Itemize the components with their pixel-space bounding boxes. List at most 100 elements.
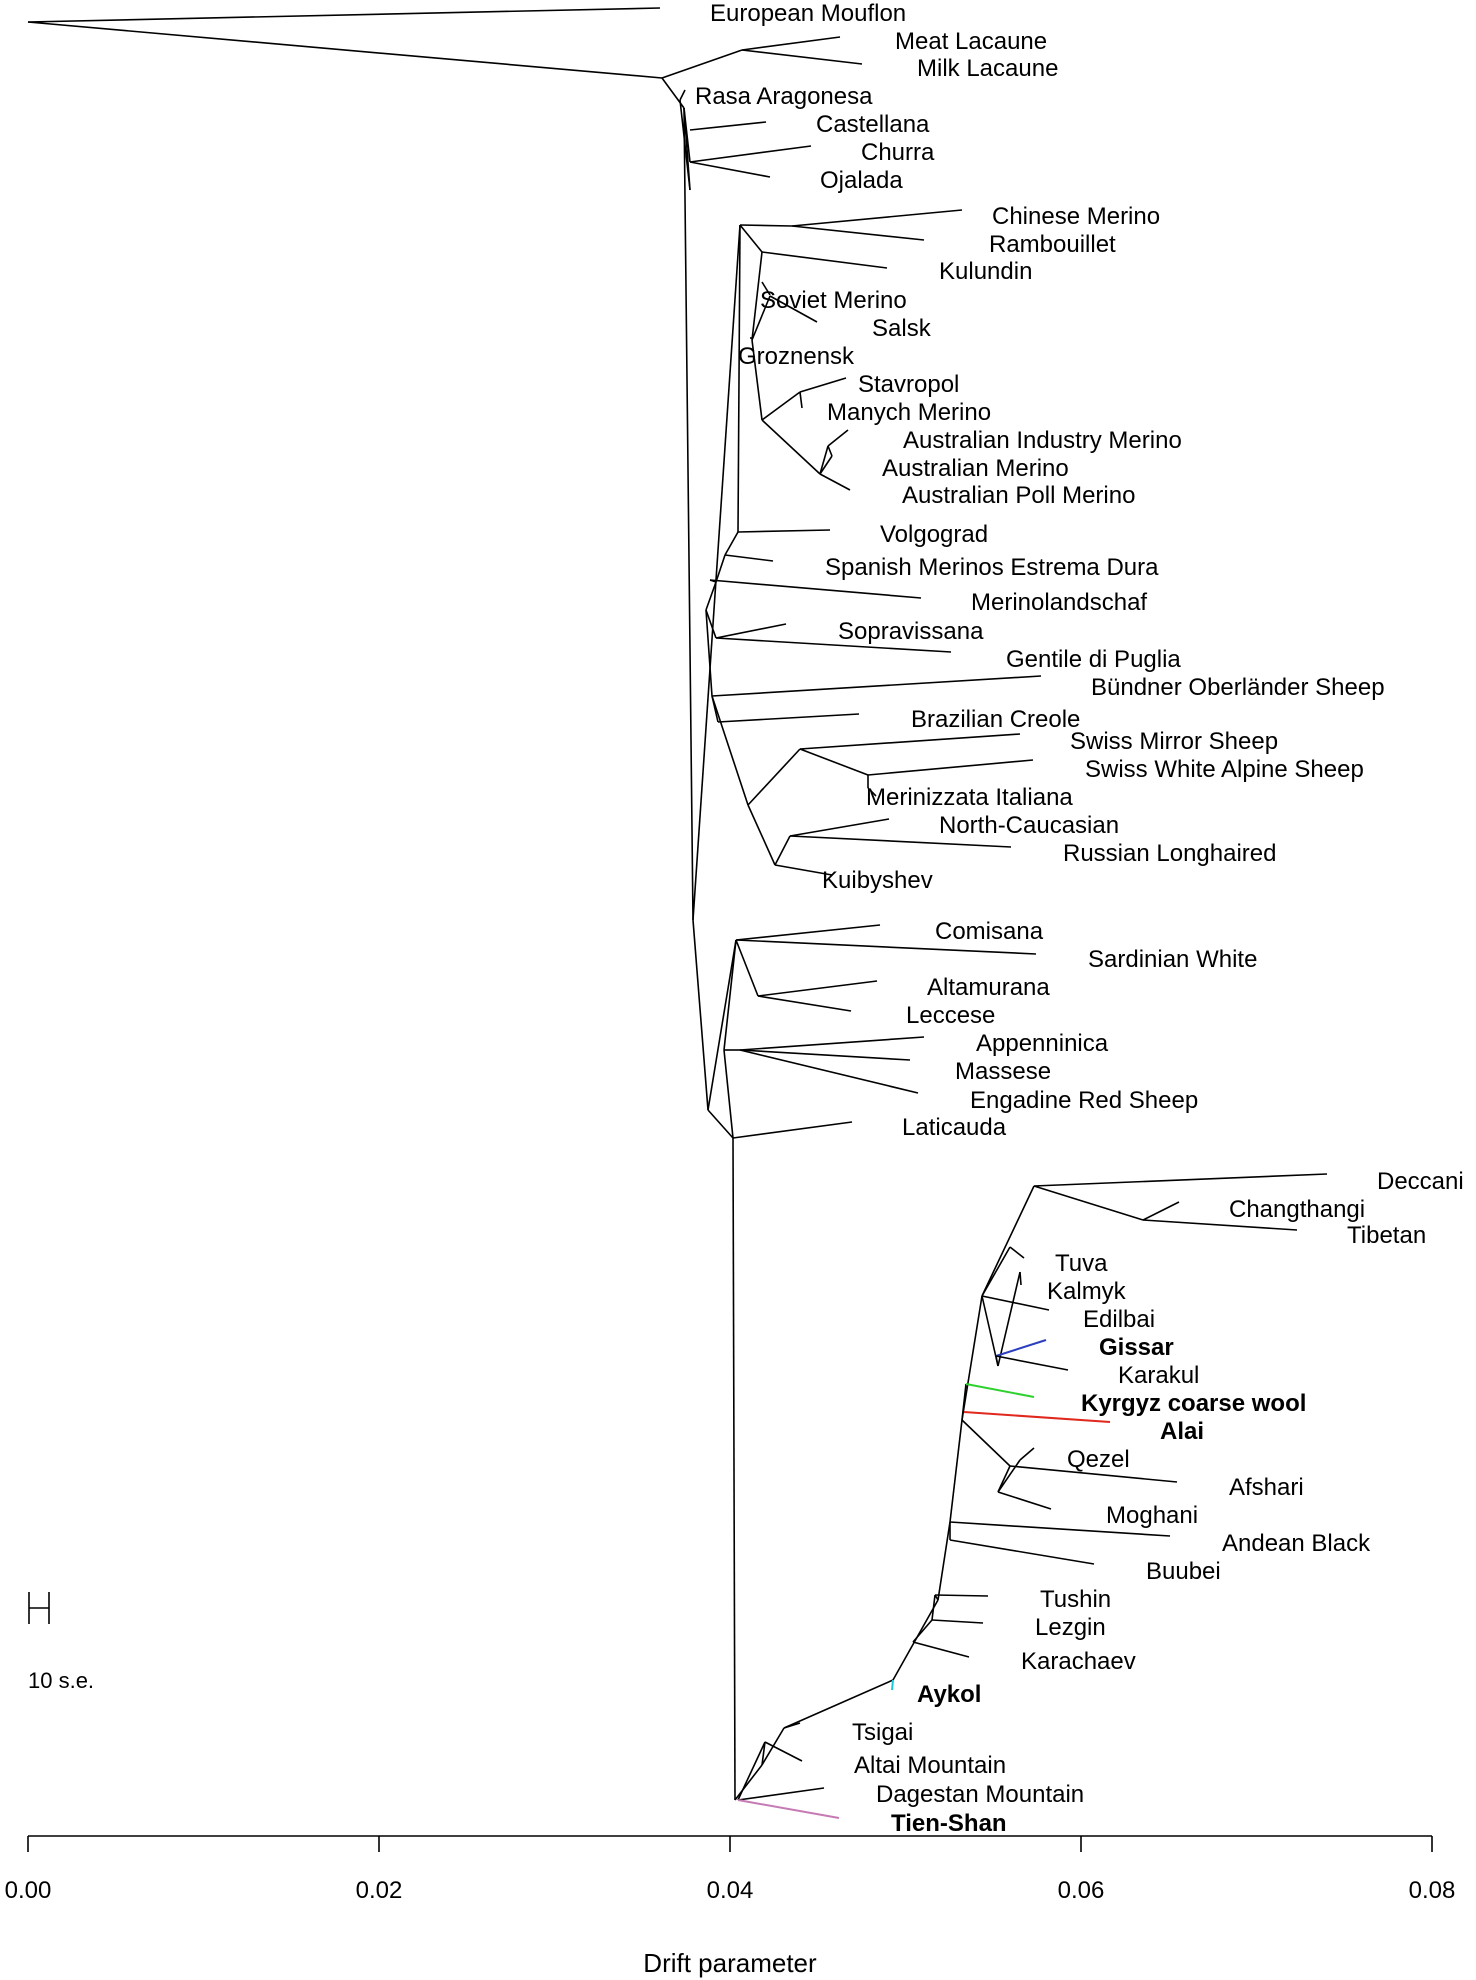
leaf-branch bbox=[757, 980, 878, 997]
leaf-label: Tushin bbox=[1040, 1586, 1111, 1613]
internal-branch bbox=[705, 581, 717, 611]
leaf-label: Meat Lacaune bbox=[895, 28, 1047, 55]
internal-branch bbox=[723, 1049, 734, 1139]
leaf-branch bbox=[1142, 1219, 1298, 1231]
internal-branch bbox=[27, 21, 663, 79]
leaf-label: Volgograd bbox=[880, 521, 988, 548]
leaf-branch bbox=[827, 429, 849, 447]
leaf-branch bbox=[761, 251, 888, 269]
leaf-branch bbox=[689, 161, 771, 178]
internal-branch bbox=[961, 1295, 983, 1421]
leaf-label: Swiss Mirror Sheep bbox=[1070, 728, 1278, 755]
leaf-label: European Mouflon bbox=[710, 0, 906, 27]
leaf-branch bbox=[791, 225, 925, 241]
leaf-label: Alai bbox=[1160, 1418, 1204, 1445]
internal-branch bbox=[705, 609, 713, 697]
leaf-label: Stavropol bbox=[858, 371, 959, 398]
leaf-label: Tibetan bbox=[1347, 1222, 1426, 1249]
leaf-label: Sopravissana bbox=[838, 618, 984, 645]
internal-branch bbox=[799, 748, 869, 776]
leaf-branch bbox=[735, 939, 1037, 955]
leaf-label: Dagestan Mountain bbox=[876, 1781, 1084, 1808]
leaf-branch bbox=[739, 1049, 919, 1094]
internal-branch bbox=[997, 1271, 1021, 1367]
internal-branch bbox=[912, 1619, 933, 1643]
leaf-label: Sardinian White bbox=[1088, 946, 1257, 973]
internal-branch bbox=[949, 1419, 963, 1523]
leaf-label: Altai Mountain bbox=[854, 1752, 1006, 1779]
leaf-label: Groznensk bbox=[738, 343, 855, 370]
leaf-label: Qezel bbox=[1067, 1446, 1130, 1473]
leaf-branch bbox=[715, 637, 952, 653]
x-tick-label: 0.00 bbox=[5, 1877, 52, 1904]
internal-branch bbox=[783, 1679, 894, 1729]
leaf-branch bbox=[867, 787, 877, 797]
internal-branch bbox=[739, 224, 763, 253]
leaf-branch bbox=[965, 1383, 1035, 1398]
leaf-label: Gissar bbox=[1099, 1334, 1174, 1361]
leaf-label: Swiss White Alpine Sheep bbox=[1085, 756, 1364, 783]
internal-branch bbox=[739, 224, 793, 227]
leaf-label: Manych Merino bbox=[827, 399, 991, 426]
leaf-branch bbox=[791, 209, 963, 227]
leaf-branch bbox=[774, 864, 833, 876]
internal-branch bbox=[751, 295, 771, 341]
internal-branch bbox=[707, 1109, 734, 1139]
leaf-branch bbox=[737, 529, 831, 533]
leaf-label: Bündner Oberländer Sheep bbox=[1091, 674, 1385, 701]
leaf-label: Australian Poll Merino bbox=[902, 482, 1135, 509]
internal-branch bbox=[761, 1741, 766, 1766]
internal-branch bbox=[997, 1465, 1011, 1493]
leaf-branch bbox=[799, 391, 803, 409]
leaf-branch bbox=[709, 579, 922, 599]
leaf-label: Buubei bbox=[1146, 1558, 1221, 1585]
leaf-branch bbox=[963, 1411, 1111, 1423]
leaf-branch bbox=[997, 1491, 1052, 1510]
internal-branch bbox=[692, 224, 741, 921]
leaf-label: Leccese bbox=[906, 1002, 995, 1029]
leaf-branch bbox=[949, 1521, 1171, 1537]
leaf-branch bbox=[679, 89, 686, 101]
leaf-branch bbox=[1142, 1201, 1180, 1221]
leaf-label: Kulundin bbox=[939, 258, 1032, 285]
leaf-branch bbox=[689, 121, 767, 131]
internal-branch bbox=[774, 835, 791, 866]
leaf-label: Ojalada bbox=[820, 167, 903, 194]
leaf-branch bbox=[789, 818, 890, 837]
leaf-label: Australian Merino bbox=[882, 455, 1069, 482]
internal-branch bbox=[931, 1594, 936, 1621]
leaf-label: Tien-Shan bbox=[891, 1810, 1007, 1837]
internal-branch bbox=[981, 1246, 1011, 1297]
leaf-label: Karachaev bbox=[1021, 1648, 1136, 1675]
internal-branch bbox=[747, 748, 801, 806]
leaf-branch bbox=[711, 675, 1042, 697]
leaf-branch bbox=[1019, 1447, 1035, 1461]
leaf-label: Rambouillet bbox=[989, 231, 1116, 258]
internal-branch bbox=[961, 1419, 1011, 1467]
internal-branch bbox=[751, 339, 763, 421]
leaf-branch bbox=[737, 1787, 825, 1801]
scale-bar bbox=[28, 1592, 50, 1624]
leaf-branch bbox=[739, 1049, 911, 1061]
leaf-label: Laticauda bbox=[902, 1114, 1007, 1141]
internal-branch bbox=[761, 391, 801, 421]
leaf-branch bbox=[1009, 1246, 1025, 1259]
x-tick-label: 0.02 bbox=[356, 1877, 403, 1904]
leaf-label: Kuibyshev bbox=[822, 867, 933, 894]
leaf-label: Moghani bbox=[1106, 1502, 1198, 1529]
leaf-label: Russian Longhaired bbox=[1063, 840, 1276, 867]
leaf-label: Appenninica bbox=[976, 1030, 1109, 1057]
leaf-branch bbox=[1033, 1173, 1328, 1187]
leaf-label: Castellana bbox=[816, 111, 930, 138]
leaf-label: Gentile di Puglia bbox=[1006, 646, 1181, 673]
leaf-label: Lezgin bbox=[1035, 1614, 1106, 1641]
leaf-label: Salsk bbox=[872, 315, 932, 342]
leaf-branch bbox=[931, 1619, 984, 1624]
leaf-label: Merinizzata Italiana bbox=[866, 784, 1073, 811]
leaf-label: Comisana bbox=[935, 918, 1044, 945]
tree-branches bbox=[27, 7, 1328, 1819]
leaf-branch bbox=[741, 36, 841, 51]
leaf-label: Kyrgyz coarse wool bbox=[1081, 1390, 1306, 1417]
leaf-label: Aykol bbox=[917, 1681, 981, 1708]
x-axis-title: Drift parameter bbox=[643, 1948, 817, 1978]
